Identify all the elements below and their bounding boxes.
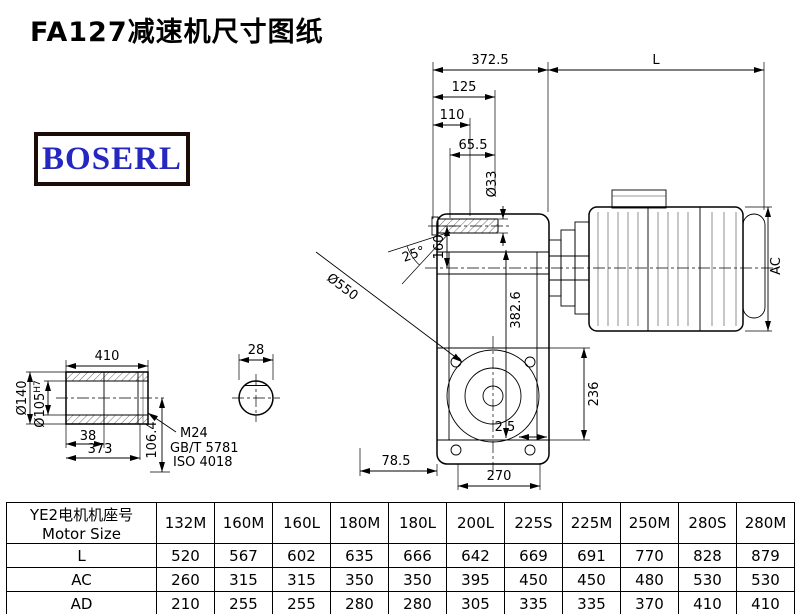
dim-flange-dia: Ø550 — [324, 271, 361, 304]
frame-size-column-header: 280S — [678, 502, 737, 544]
dimension-value-cell: 410 — [736, 591, 795, 614]
terminal-box — [611, 189, 667, 209]
dim-382-6: 382.6 — [509, 291, 524, 328]
output-shaft-detail: 410 Ø140 Ø105H7 38 373 106.4 — [15, 349, 239, 473]
frame-size-column-header: 280M — [736, 502, 795, 544]
dimension-row-label: AD — [6, 591, 157, 614]
dim-motor-length: L — [652, 53, 660, 68]
frame-size-column-header: 132M — [156, 502, 215, 544]
fan-cover — [742, 213, 766, 319]
thread-callout: M24 — [180, 426, 208, 441]
frame-size-column-header: 250M — [620, 502, 679, 544]
dimension-value-cell: 280 — [388, 591, 447, 614]
dimension-value-cell: 210 — [156, 591, 215, 614]
dimension-value-cell: 315 — [272, 567, 331, 592]
dim-106-4: 106.4 — [145, 421, 160, 458]
dimension-value-cell: 666 — [388, 543, 447, 568]
frame-size-column-header: 225M — [562, 502, 621, 544]
dimension-value-cell: 520 — [156, 543, 215, 568]
dim-28: 28 — [248, 343, 265, 358]
dimension-value-cell: 450 — [504, 567, 563, 592]
frame-size-column-header: 160M — [214, 502, 273, 544]
dimension-value-cell: 530 — [678, 567, 737, 592]
dimension-value-cell: 260 — [156, 567, 215, 592]
dimension-row-label: AC — [6, 567, 157, 592]
dimension-value-cell: 480 — [620, 567, 679, 592]
boserl-logo: BOSERL — [34, 132, 190, 186]
dimension-value-cell: 410 — [678, 591, 737, 614]
frame-size-column-header: 200L — [446, 502, 505, 544]
dim-2-5: 2.5 — [495, 420, 516, 435]
shaft-cross-section: 28 — [232, 343, 280, 422]
dim-bore-dia: Ø105H7 — [33, 380, 48, 428]
dimension-value-cell: 335 — [504, 591, 563, 614]
dimension-value-cell: 828 — [678, 543, 737, 568]
frame-size-column-header: 225S — [504, 502, 563, 544]
dim-160: 160 — [432, 235, 447, 260]
dimension-value-cell: 669 — [504, 543, 563, 568]
dimension-row-label: L — [6, 543, 157, 568]
dimension-value-cell: 280 — [330, 591, 389, 614]
dim-overall-width: 372.5 — [471, 53, 508, 68]
dim-65-5: 65.5 — [459, 138, 488, 153]
motor-side-view — [548, 189, 766, 332]
dimension-value-cell: 255 — [272, 591, 331, 614]
dimension-value-cell: 879 — [736, 543, 795, 568]
dimension-value-cell: 350 — [388, 567, 447, 592]
dimension-value-cell: 642 — [446, 543, 505, 568]
dimension-value-cell: 305 — [446, 591, 505, 614]
dim-shaft-dia: Ø33 — [485, 171, 500, 198]
dimension-value-cell: 770 — [620, 543, 679, 568]
page-title: FA127减速机尺寸图纸 — [30, 17, 324, 48]
dimension-value-cell: 350 — [330, 567, 389, 592]
dim-110: 110 — [440, 108, 465, 123]
standard-iso: ISO 4018 — [173, 455, 233, 470]
dim-236: 236 — [587, 382, 602, 407]
dim-373: 373 — [88, 442, 113, 457]
dimension-value-cell: 255 — [214, 591, 273, 614]
motor-size-header-en: Motor Size — [42, 524, 121, 543]
dim-410: 410 — [95, 349, 120, 364]
dimension-value-cell: 450 — [562, 567, 621, 592]
dimension-value-cell: 691 — [562, 543, 621, 568]
dim-outer-dia: Ø140 — [15, 380, 30, 415]
dimension-value-cell: 602 — [272, 543, 331, 568]
boserl-logo-text: BOSERL — [42, 140, 182, 177]
motor-size-header-cn: YE2电机机座号 — [29, 505, 134, 524]
frame-size-column-header: 160L — [272, 502, 331, 544]
main-dimensions: 372.5 L 125 110 65.5 Ø33 160 25° — [315, 53, 784, 490]
dimension-drawing: 372.5 L 125 110 65.5 Ø33 160 25° — [15, 53, 784, 490]
dim-125: 125 — [452, 80, 477, 95]
dim-38: 38 — [80, 429, 97, 444]
gearbox-front-view — [425, 213, 782, 474]
frame-size-column-header: 180M — [330, 502, 389, 544]
dimension-value-cell: 530 — [736, 567, 795, 592]
dimension-value-cell: 395 — [446, 567, 505, 592]
dim-angle: 25° — [400, 244, 427, 266]
standard-gb: GB/T 5781 — [170, 441, 239, 456]
dimension-value-cell: 315 — [214, 567, 273, 592]
dimension-value-cell: 567 — [214, 543, 273, 568]
dimension-value-cell: 335 — [562, 591, 621, 614]
dimension-value-cell: 370 — [620, 591, 679, 614]
frame-size-column-header: 180L — [388, 502, 447, 544]
dim-78-5: 78.5 — [382, 454, 411, 469]
dimension-value-cell: 635 — [330, 543, 389, 568]
dim-270: 270 — [487, 469, 512, 484]
dim-motor-ac: AC — [769, 257, 784, 275]
